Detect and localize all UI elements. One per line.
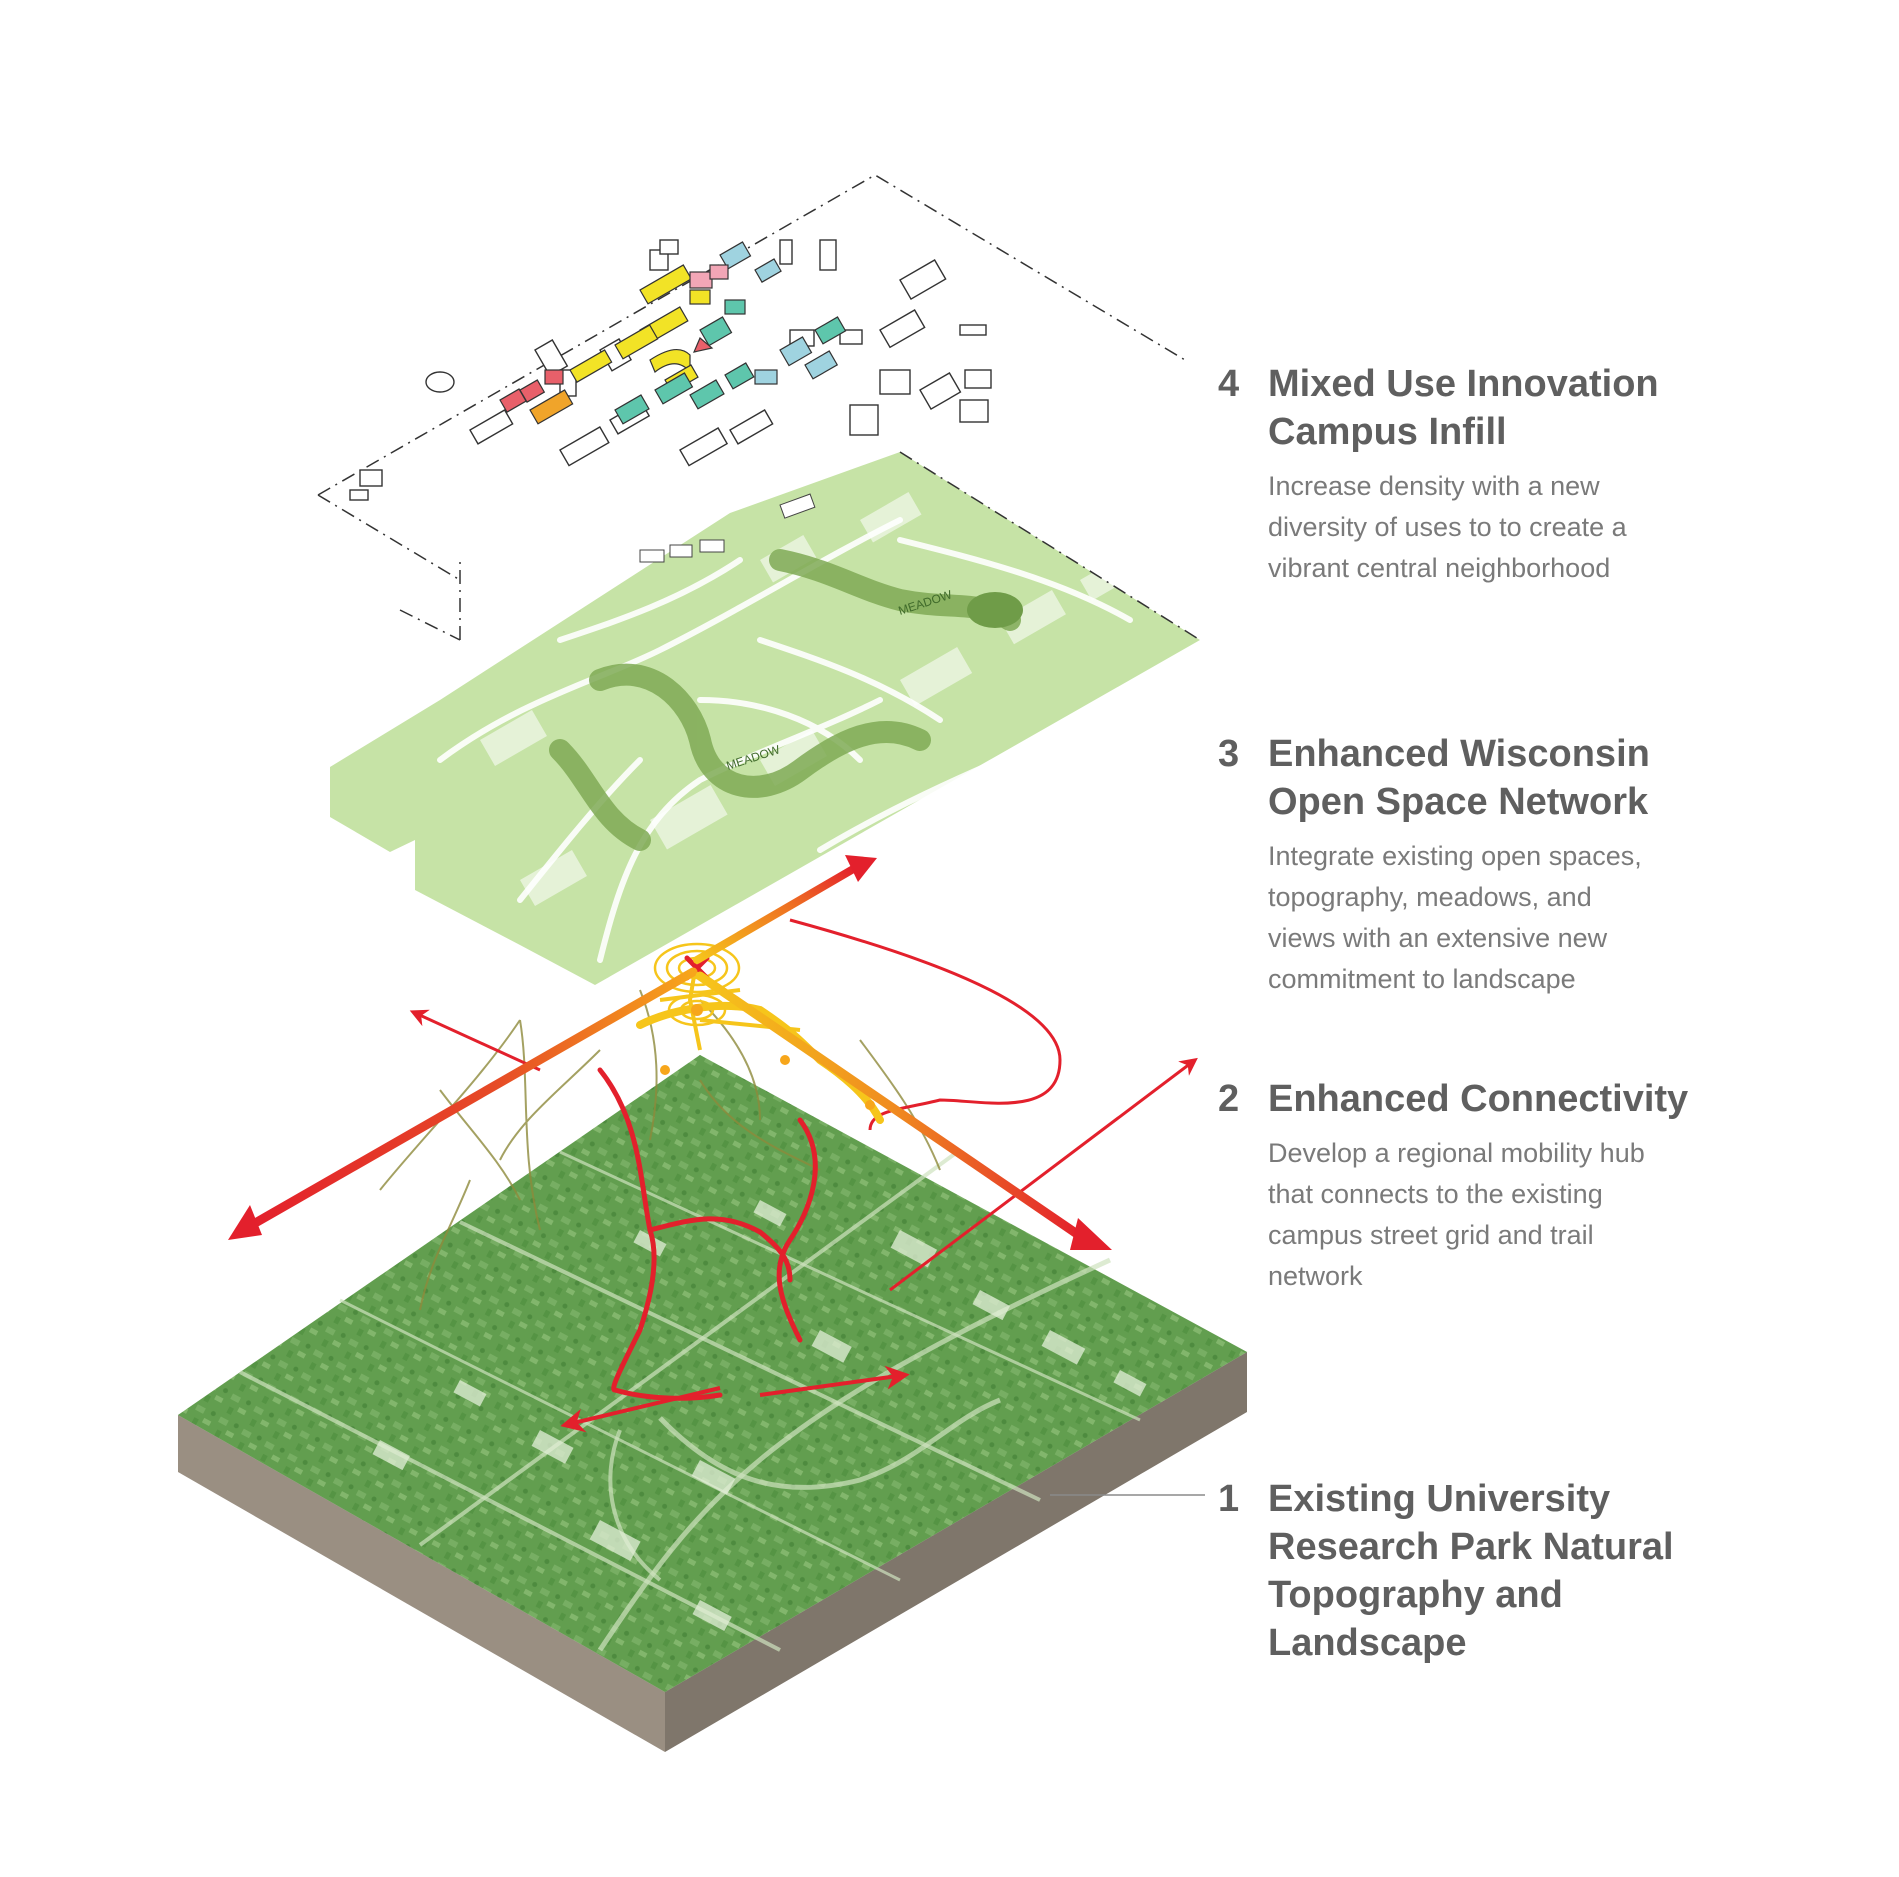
infill-red-buildings — [499, 337, 714, 413]
infill-orange-buildings — [529, 389, 574, 425]
layer-2-number: 2 — [1218, 1078, 1240, 1120]
regional-thin-loop — [789, 918, 1062, 1131]
layer-4-title: Mixed Use Innovation Campus Infill — [1268, 363, 1659, 453]
hub-rings — [653, 942, 741, 1027]
aerial-roads — [239, 1148, 1141, 1652]
major-arrow-northeast-head — [845, 855, 877, 882]
layer-1-title: Existing University Research Park Natura… — [1268, 1478, 1674, 1664]
layer-2-heading: 2 Enhanced Connectivity — [1218, 1075, 1858, 1123]
openspace-plate — [330, 452, 1200, 985]
layer-3-heading: 3 Enhanced Wisconsin Open Space Network — [1218, 730, 1858, 826]
layer-3-title: Enhanced Wisconsin Open Space Network — [1268, 733, 1650, 823]
openspace-dashed-edge — [899, 451, 1201, 641]
local-arrow-west — [560, 1386, 721, 1433]
infill-yellow-buildings — [569, 264, 711, 393]
layer-4-infill — [317, 174, 1186, 641]
layer-3-number: 3 — [1218, 733, 1240, 775]
layer-4-label: 4 Mixed Use Innovation Campus Infill Inc… — [1218, 360, 1858, 589]
major-arrow-southeast-head — [1070, 1218, 1112, 1250]
infill-blue-buildings — [719, 241, 839, 385]
layer-4-heading: 4 Mixed Use Innovation Campus Infill — [1218, 360, 1858, 456]
slab-side-right — [665, 1352, 1247, 1752]
hub-nodes — [660, 1004, 875, 1110]
major-arrow-southwest-shaft — [245, 967, 698, 1231]
meadow-pond — [967, 592, 1023, 628]
major-arrow-southwest-head — [228, 1205, 262, 1240]
layer-2-description: Develop a regional mobility hub that con… — [1268, 1138, 1645, 1291]
layer-4-number: 4 — [1218, 363, 1240, 405]
infill-white-buildings — [349, 239, 992, 501]
thin-arrow-northeast — [889, 1057, 1198, 1292]
layer-4-description: Increase density with a new diversity of… — [1268, 471, 1627, 583]
layer-2-label: 2 Enhanced Connectivity Develop a region… — [1218, 1075, 1858, 1297]
openspace-white-buildings — [639, 493, 816, 563]
layer-1-label: 1 Existing University Research Park Natu… — [1218, 1475, 1858, 1667]
major-arrow-northeast-shaft — [693, 864, 859, 964]
slab-top-tint — [178, 1055, 1247, 1692]
layer-3-open-space: MEADOW MEADOW — [330, 451, 1201, 985]
layer-1-ground-slab — [178, 1055, 1247, 1752]
infill-teal-buildings — [614, 299, 847, 425]
infill-pink-buildings — [689, 264, 729, 289]
slab-top-aerial — [178, 1055, 1247, 1692]
layer-1-number: 1 — [1218, 1478, 1240, 1520]
thin-arrow-northwest — [409, 1009, 541, 1072]
layer-2-connectivity — [228, 855, 1198, 1433]
layer-3-description: Integrate existing open spaces, topograp… — [1268, 841, 1642, 994]
major-arrow-southeast-shaft — [695, 971, 1085, 1241]
layer-3-label: 3 Enhanced Wisconsin Open Space Network … — [1218, 730, 1858, 1000]
aerial-buildings — [372, 1199, 1147, 1632]
layer-1-heading: 1 Existing University Research Park Natu… — [1218, 1475, 1858, 1667]
red-local-routes — [597, 1067, 818, 1401]
slab-side-left — [178, 1415, 665, 1752]
layer-2-title: Enhanced Connectivity — [1268, 1078, 1689, 1120]
local-arrow-east — [759, 1365, 910, 1397]
